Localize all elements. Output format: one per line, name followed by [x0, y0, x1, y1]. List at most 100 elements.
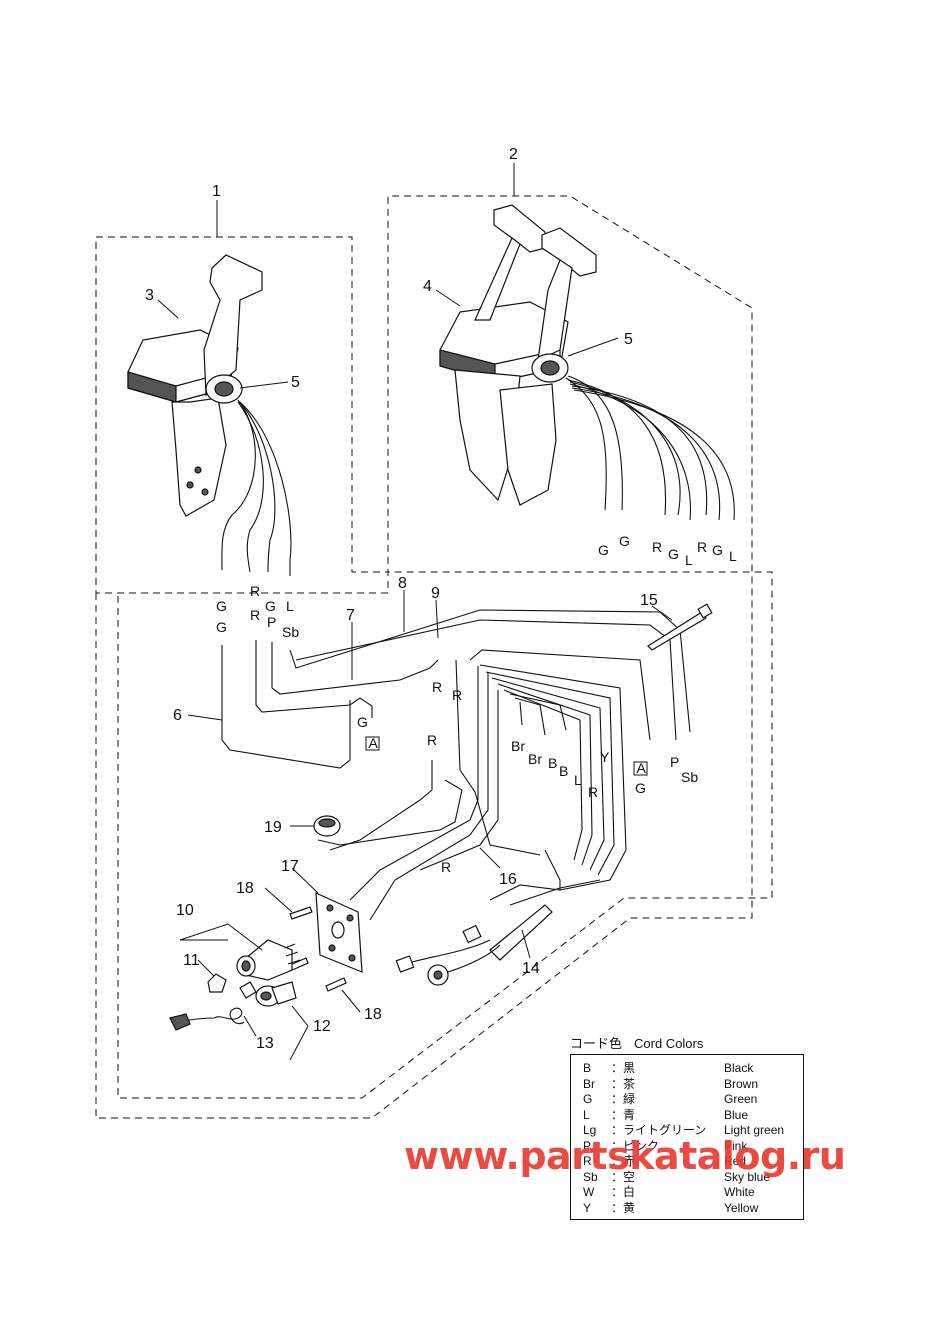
wire-code: G: [619, 533, 630, 549]
wire-code: G: [265, 598, 276, 614]
legend-jp: ：ピンク: [611, 1138, 660, 1153]
wire-code: P: [670, 754, 679, 770]
wire-code: R: [250, 607, 260, 623]
legend-title: コード色 Cord Colors: [570, 1033, 715, 1052]
legend-code: R: [583, 1154, 592, 1168]
stop-switch-part-12: [255, 981, 297, 1007]
connector-ref-label: A: [369, 735, 379, 751]
wire-code: L: [286, 598, 294, 614]
wire-code: G: [712, 542, 723, 558]
callout-18-top: 18: [236, 880, 254, 897]
connector-ref-label: A: [637, 760, 647, 776]
harness-connector-part-14: [395, 879, 601, 986]
callout-6: 6: [173, 707, 182, 724]
wire-code: G: [216, 619, 227, 635]
legend-title-jp: コード色: [570, 1036, 623, 1051]
legend-jp: ：青: [611, 1107, 636, 1122]
legend-en: Pink: [724, 1138, 748, 1153]
legend-en: White: [724, 1185, 755, 1199]
wire-code: L: [729, 548, 737, 564]
wire-code: Br: [511, 738, 525, 754]
callout-8: 8: [398, 575, 407, 592]
legend-code: B: [583, 1061, 592, 1075]
callout-14: 14: [522, 960, 540, 977]
legend-code: Sb: [583, 1169, 598, 1184]
legend-en: Sky blue: [724, 1169, 771, 1184]
legend-en: Red: [724, 1154, 747, 1168]
legend-jp: ：黄: [611, 1200, 636, 1215]
callout-18-bottom: 18: [364, 1006, 382, 1023]
wire-code: R: [441, 859, 451, 875]
callout-numbers: 1 2 3 4 5 5 6 7 8 9 10 11 12 13 14 15 16…: [145, 146, 658, 1052]
legend-jp: ：ライトグリーン: [611, 1123, 707, 1137]
wire-code: R: [652, 539, 662, 555]
cable-tie-part-15: [647, 603, 713, 651]
legend-row: L ：青 Blue: [583, 1108, 803, 1124]
wire-code: P: [267, 614, 276, 630]
wire-code: B: [559, 763, 568, 779]
legend-en: Blue: [724, 1107, 749, 1122]
legend-row: P ：ピンク Pink: [583, 1139, 803, 1155]
wire-code: Y: [600, 749, 610, 765]
wire-code: R: [452, 687, 462, 703]
wire-code: G: [668, 546, 679, 562]
wire-code: R: [250, 583, 260, 599]
wire-code: L: [574, 772, 582, 788]
wire-code: Sb: [282, 624, 299, 640]
dual-remote-wires: [565, 375, 735, 521]
legend-code: Lg: [583, 1123, 597, 1137]
callout-17: 17: [281, 858, 299, 875]
wire-code: G: [635, 780, 646, 796]
callout-10: 10: [176, 902, 194, 919]
callout-16: 16: [499, 871, 517, 888]
legend-en: Light green: [724, 1123, 785, 1137]
legend-code: L: [583, 1107, 590, 1122]
main-switch-part-10: [236, 939, 301, 981]
legend-jp: ：赤: [611, 1154, 636, 1168]
legend-en: Yellow: [724, 1200, 759, 1215]
callout-2: 2: [509, 146, 518, 163]
wire-code: G: [357, 714, 368, 730]
callout-7: 7: [346, 607, 355, 624]
legend-row: Br ：茶 Brown: [583, 1077, 803, 1093]
callout-5-single: 5: [291, 374, 300, 391]
callout-4: 4: [423, 278, 432, 295]
wire-code: Sb: [681, 769, 698, 785]
wire-code: R: [432, 679, 442, 695]
wire-code: R: [588, 784, 598, 800]
wire-code: R: [427, 732, 437, 748]
legend-code: Br: [583, 1076, 595, 1091]
callout-19: 19: [264, 819, 282, 836]
legend-jp: ：茶: [611, 1076, 636, 1091]
connector-ref-box-1: A: [365, 735, 380, 751]
dual-lever-remote-control: [439, 204, 597, 506]
legend-row: Sb ：空 Sky blue: [583, 1170, 803, 1186]
callout-12: 12: [313, 1018, 331, 1035]
bracket-plate-part-17: [315, 892, 363, 973]
connector-ref-box-2: A: [633, 760, 648, 776]
wire-code: B: [548, 755, 557, 771]
main-harness: [221, 609, 691, 921]
legend-code: P: [583, 1138, 592, 1153]
legend-jp: ：緑: [611, 1092, 636, 1106]
lanyard-part-13: [169, 981, 257, 1031]
legend-row: Lg ：ライトグリーン Light green: [583, 1123, 803, 1139]
leader-lines: [157, 163, 673, 1061]
legend-title-en: Cord Colors: [634, 1036, 704, 1051]
callout-5-dual: 5: [624, 331, 633, 348]
wire-code: L: [685, 552, 693, 568]
group-boundary-2: [117, 571, 773, 1099]
legend-jp: ：空: [611, 1169, 636, 1184]
watermark: www.partskatalog.ru: [404, 1134, 846, 1178]
legend-en: Brown: [724, 1076, 759, 1091]
single-lever-remote-control: [127, 254, 263, 517]
wire-code: G: [598, 542, 609, 558]
legend-code: G: [583, 1092, 593, 1106]
legend-jp: ：白: [611, 1185, 636, 1199]
